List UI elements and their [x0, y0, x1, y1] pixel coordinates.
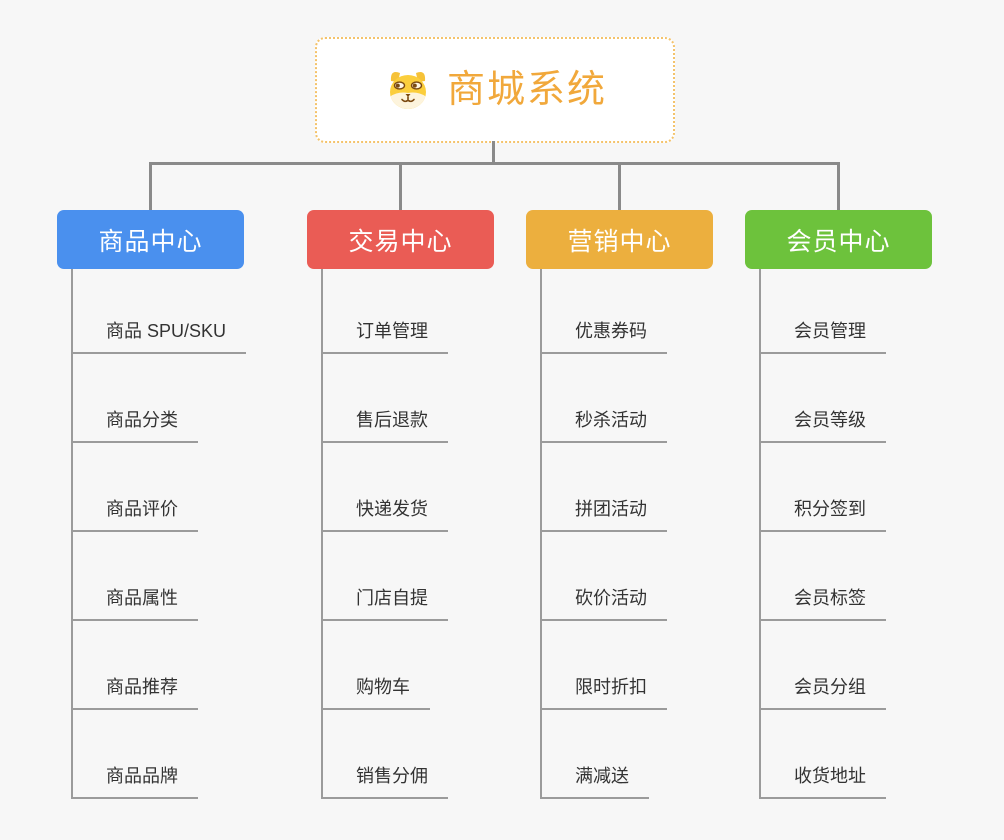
leaf-node-product-category[interactable]: 商品分类 [71, 397, 198, 443]
leaf-node-bargain-activity[interactable]: 砍价活动 [540, 575, 667, 621]
leaf-node-flash-sale[interactable]: 秒杀活动 [540, 397, 667, 443]
tree-connector-line [540, 269, 542, 799]
tree-connector-line [759, 269, 761, 799]
tree-connector-line [71, 269, 73, 799]
leaf-node-member-management[interactable]: 会员管理 [759, 308, 886, 354]
root-title: 商城系统 [446, 69, 607, 111]
leaf-node-sales-commission[interactable]: 销售分佣 [321, 753, 448, 799]
leaf-node-order-management[interactable]: 订单管理 [321, 308, 448, 354]
dog-face-icon [383, 67, 433, 113]
leaf-node-product-review[interactable]: 商品评价 [71, 486, 198, 532]
leaf-node-product-spu-sku[interactable]: 商品 SPU/SKU [71, 308, 247, 354]
leaf-node-shipping-address[interactable]: 收货地址 [759, 753, 886, 799]
root-node-mall-system[interactable]: 商城系统 [315, 37, 675, 143]
leaf-node-full-reduction[interactable]: 满减送 [540, 753, 649, 799]
leaf-node-shopping-cart[interactable]: 购物车 [321, 664, 430, 710]
leaf-node-store-pickup[interactable]: 门店自提 [321, 575, 448, 621]
connector-root-stem [492, 141, 495, 164]
leaf-node-product-recommend[interactable]: 商品推荐 [71, 664, 198, 710]
connector-horizontal-bus [149, 162, 840, 165]
connector-drop-product [149, 164, 152, 210]
leaf-node-limited-time-discount[interactable]: 限时折扣 [540, 664, 667, 710]
connector-drop-member [837, 164, 840, 210]
leaf-node-member-group[interactable]: 会员分组 [759, 664, 886, 710]
branch-node-marketing-center[interactable]: 营销中心 [526, 210, 713, 269]
branch-node-member-center[interactable]: 会员中心 [745, 210, 932, 269]
branch-node-product-center[interactable]: 商品中心 [57, 210, 244, 269]
leaf-node-product-brand[interactable]: 商品品牌 [71, 753, 198, 799]
branch-node-trade-center[interactable]: 交易中心 [307, 210, 494, 269]
leaf-node-group-buy[interactable]: 拼团活动 [540, 486, 667, 532]
leaf-node-aftersale-refund[interactable]: 售后退款 [321, 397, 448, 443]
leaf-node-product-attribute[interactable]: 商品属性 [71, 575, 198, 621]
leaf-node-points-checkin[interactable]: 积分签到 [759, 486, 886, 532]
leaf-node-coupon-code[interactable]: 优惠券码 [540, 308, 667, 354]
tree-connector-line [321, 269, 323, 799]
connector-drop-marketing [618, 164, 621, 210]
leaf-node-member-tag[interactable]: 会员标签 [759, 575, 886, 621]
leaf-node-member-level[interactable]: 会员等级 [759, 397, 886, 443]
leaf-node-express-delivery[interactable]: 快递发货 [321, 486, 448, 532]
connector-drop-trade [399, 164, 402, 210]
